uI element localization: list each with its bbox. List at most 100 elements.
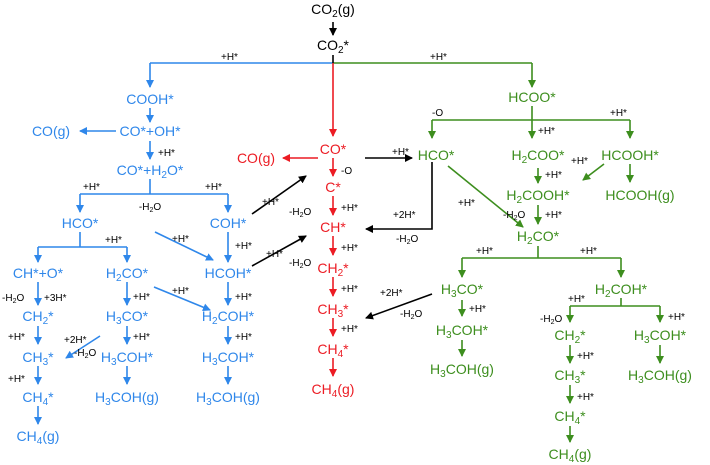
species-co2-adsorbed: CO2*: [317, 37, 350, 56]
step-label: +H*: [133, 292, 150, 303]
species-ch2: CH2*: [317, 260, 349, 279]
step-label: +H*: [158, 148, 175, 159]
step-label: -H2O: [289, 258, 311, 270]
step-label: +H*: [262, 197, 279, 208]
step-label: +H*: [538, 126, 555, 137]
species-ch3: CH3*: [317, 301, 349, 320]
step-label: -H2O: [503, 210, 525, 222]
step-label: -H2O: [540, 314, 562, 326]
step-label: +H*: [172, 286, 189, 297]
step-label: +H*: [105, 235, 122, 246]
step-label: +H*: [545, 170, 562, 181]
species-co-gas: CO(g): [237, 150, 275, 166]
species-h3co: H3CO*: [441, 281, 484, 300]
species-ch4: CH4*: [554, 408, 586, 427]
step-label: -H2O: [2, 293, 24, 305]
step-label: +H*: [610, 108, 627, 119]
species-ch4: CH4*: [317, 341, 349, 360]
species-h3coh: H3COH*: [101, 349, 154, 368]
step-label: +H*: [580, 246, 597, 257]
top-nodes: CO2(g) CO2* +H* +H*: [221, 1, 447, 63]
species-ch3: CH3*: [554, 367, 586, 386]
species-h2co: H2CO*: [106, 265, 149, 284]
species-h3coh-gas: H3COH(g): [95, 389, 159, 408]
species-ch: CH*: [320, 219, 346, 235]
species-h3coh-gas: H3COH(g): [628, 367, 692, 386]
species-hcoh: HCOH*: [205, 265, 252, 281]
step-label: -H2O: [289, 207, 311, 219]
species-h3coh: H3COH*: [202, 349, 255, 368]
step-label: +H*: [476, 246, 493, 257]
species-co-oh: CO*+OH*: [119, 123, 181, 139]
step-label: +H*: [469, 304, 486, 315]
species-ch-o: CH*+O*: [13, 265, 64, 281]
step-label: -H2O: [139, 202, 161, 214]
step-label: +2H*: [380, 288, 403, 299]
step-label: +H*: [568, 294, 585, 305]
step-label: -O: [432, 108, 443, 119]
species-coh: COH*: [210, 215, 247, 231]
step-label: +H*: [235, 241, 252, 252]
cross-step-labels: +H* -H2O +H* -H2O +H* +2H* -H2O +2H* -H2…: [262, 147, 422, 321]
step-label: +H*: [341, 243, 358, 254]
species-co2-gas: CO2(g): [311, 1, 355, 20]
step-label: +H*: [235, 332, 252, 343]
species-ch4: CH4*: [22, 389, 54, 408]
connector-lines: [34, 22, 664, 443]
species-hcoo: HCOO*: [508, 89, 556, 105]
step-label: +H*: [577, 351, 594, 362]
species-h2cooh: H2COOH*: [506, 187, 570, 206]
step-label: +H*: [430, 52, 447, 63]
cooh-pathway: COOH* CO(g) CO*+OH* +H* CO*+H2O* +H* +H*…: [2, 91, 260, 447]
step-label: +H*: [83, 182, 100, 193]
species-h3coh-gas: H3COH(g): [430, 361, 494, 380]
step-label: -H2O: [396, 234, 418, 246]
species-h3coh: H3COH*: [436, 322, 489, 341]
step-label: +H*: [571, 156, 588, 167]
step-label: +H*: [205, 182, 222, 193]
step-label: +H*: [266, 249, 283, 260]
step-label: +2H*: [393, 210, 416, 221]
step-label: +2H*: [64, 335, 87, 346]
step-label: +H*: [577, 392, 594, 403]
step-label: -H2O: [400, 309, 422, 321]
species-ch2: CH2*: [22, 308, 54, 327]
species-ch4-gas: CH4(g): [549, 446, 592, 465]
species-cooh: COOH*: [126, 91, 174, 107]
step-label: +H*: [668, 312, 685, 323]
species-h2coh: H2COH*: [595, 281, 648, 300]
step-label: +H*: [458, 198, 475, 209]
step-label: +H*: [392, 147, 409, 158]
species-h3coh-gas: H3COH(g): [196, 389, 260, 408]
species-hco: HCO*: [62, 215, 99, 231]
step-label: -O: [341, 166, 352, 177]
step-label: +H*: [341, 284, 358, 295]
species-hcooh-gas: HCOOH(g): [605, 187, 674, 203]
species-c: C*: [325, 179, 341, 195]
species-ch4-gas: CH4(g): [312, 381, 355, 400]
species-ch3: CH3*: [22, 349, 54, 368]
species-h3co: H3CO*: [106, 308, 149, 327]
step-label: +H*: [341, 324, 358, 335]
step-label: +H*: [235, 292, 252, 303]
species-ch2: CH2*: [554, 327, 586, 346]
step-label: +H*: [341, 203, 358, 214]
step-label: +H*: [545, 210, 562, 221]
species-co-h2o: CO*+H2O*: [117, 162, 184, 181]
species-co-gas: CO(g): [32, 123, 70, 139]
species-co: CO*: [320, 141, 347, 157]
co-pathway: CO* CO(g) -O C* +H* CH* +H* CH2* +H* CH3…: [237, 141, 358, 400]
step-label: +H*: [221, 52, 238, 63]
species-h2co: H2CO*: [517, 228, 560, 247]
species-h3coh: H3COH*: [634, 327, 687, 346]
step-label: +3H*: [44, 293, 67, 304]
species-hco: HCO*: [418, 147, 455, 163]
species-ch4-gas: CH4(g): [17, 428, 60, 447]
step-label: +H*: [133, 332, 150, 343]
species-h2coh: H2COH*: [202, 308, 255, 327]
step-label: +H*: [8, 374, 25, 385]
step-label: +H*: [172, 234, 189, 245]
species-hcooh: HCOOH*: [601, 147, 659, 163]
hcoo-pathway: HCOO* -O +H* +H* HCO* H2COO* HCOOH* +H* …: [418, 89, 692, 465]
